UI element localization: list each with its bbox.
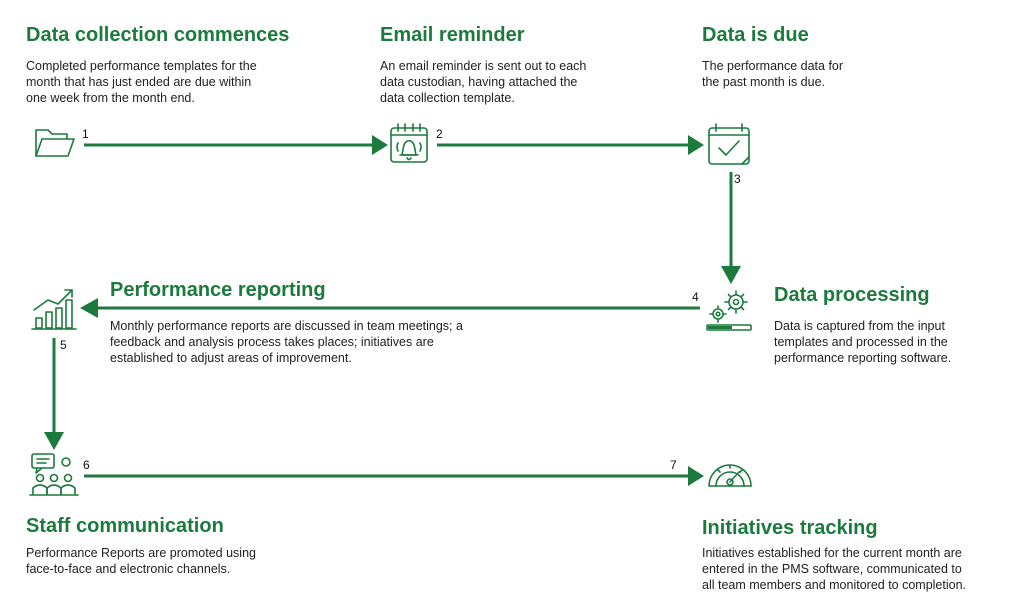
gears-progress-icon — [706, 290, 752, 331]
step-2-number: 2 — [436, 127, 443, 141]
step-5-title: Performance reporting — [110, 279, 326, 301]
step-1-description: Completed performance templates for the … — [26, 59, 257, 105]
step-5-description: Monthly performance reports are discusse… — [110, 319, 463, 365]
step-2-description: An email reminder is sent out to each da… — [380, 59, 587, 105]
step-6-title: Staff communication — [26, 515, 224, 537]
step-3-description: The performance data for the past month … — [702, 59, 844, 89]
step-1-title: Data collection commences — [26, 24, 290, 46]
arrow-1-to-2-head — [372, 135, 388, 155]
calendar-check-icon — [708, 123, 750, 165]
bar-chart-growth-icon — [31, 289, 77, 330]
step-2-title: Email reminder — [380, 24, 525, 46]
folder-icon — [35, 129, 75, 157]
step-6-number: 6 — [83, 458, 90, 472]
arrow-4-to-5-head — [80, 298, 98, 318]
step-7-description: Initiatives established for the current … — [702, 546, 967, 592]
arrow-5-to-6-head — [44, 432, 64, 450]
team-meeting-icon — [29, 453, 79, 496]
step-4-number: 4 — [692, 290, 699, 304]
step-5-number: 5 — [60, 338, 67, 352]
step-4-title: Data processing — [774, 284, 930, 306]
step-6-description: Performance Reports are promoted using f… — [26, 546, 256, 576]
step-4-description: Data is captured from the input template… — [774, 319, 952, 365]
arrow-6-to-7-head — [688, 466, 704, 486]
calendar-bell-icon — [390, 123, 428, 163]
arrow-2-to-3-head — [688, 135, 704, 155]
step-7-title: Initiatives tracking — [702, 517, 878, 539]
step-3-number: 3 — [734, 172, 741, 186]
speedometer-icon — [708, 464, 752, 487]
step-1-number: 1 — [82, 127, 89, 141]
step-3-title: Data is due — [702, 24, 809, 46]
step-7-number: 7 — [670, 458, 677, 472]
arrow-3-to-4-head — [721, 266, 741, 284]
